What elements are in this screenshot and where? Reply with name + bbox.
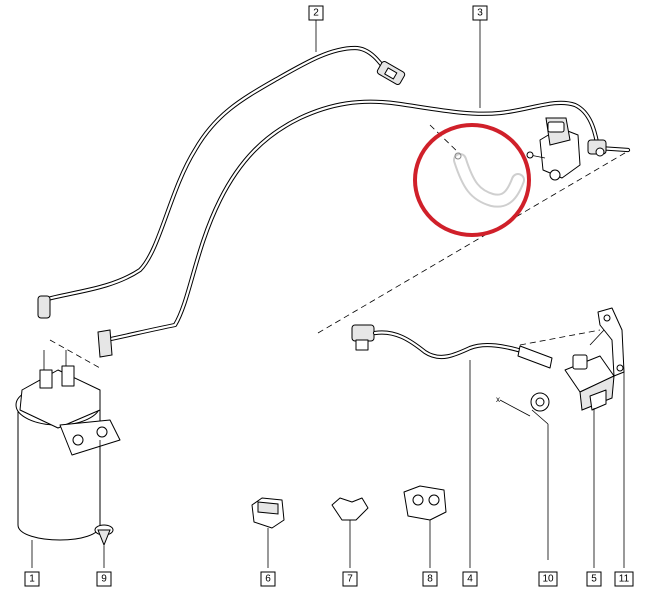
callout-4-label: 4: [467, 574, 473, 585]
hose-end-connector: [587, 139, 607, 157]
callout-1: 1: [24, 571, 40, 587]
callout-9: 9: [96, 571, 112, 587]
callout-11: 11: [614, 571, 634, 587]
callout-7: 7: [342, 571, 358, 587]
hose-2: [41, 45, 393, 303]
callout-2: 2: [308, 5, 324, 21]
hose-4: [351, 324, 553, 369]
callout-7-label: 7: [347, 574, 353, 585]
callout-6-label: 6: [265, 574, 271, 585]
assembly-plane-lines: [49, 124, 631, 369]
callout-2-label: 2: [313, 8, 319, 19]
clip-6: [251, 497, 285, 568]
callout-1-label: 1: [29, 574, 35, 585]
callout-10: 10: [538, 571, 558, 587]
clip-8: [403, 485, 447, 568]
solenoid-valve: [564, 354, 615, 411]
callout-4: 4: [462, 571, 478, 587]
callout-11-label: 11: [619, 574, 630, 585]
callout-3: 3: [472, 5, 488, 21]
nut-and-bolt: x: [496, 392, 550, 560]
callout-6: 6: [260, 571, 276, 587]
callout-10-label: 10: [542, 574, 554, 585]
callout-9-label: 9: [101, 574, 107, 585]
callout-8: 8: [422, 571, 438, 587]
callout-8-label: 8: [427, 574, 433, 585]
leader-lines: [31, 20, 625, 568]
clip-7: [331, 497, 369, 568]
hose-connector: [376, 61, 406, 85]
mounting-bracket: [589, 307, 625, 377]
callout-5-label: 5: [591, 574, 597, 585]
purge-valve: [526, 117, 581, 181]
charcoal-canister: [15, 295, 121, 547]
highlight-circle: [413, 123, 531, 237]
axis-marker-label: x: [496, 395, 500, 404]
faded-hose-part: [453, 152, 525, 208]
callout-5: 5: [586, 571, 602, 587]
callout-3-label: 3: [477, 8, 483, 19]
